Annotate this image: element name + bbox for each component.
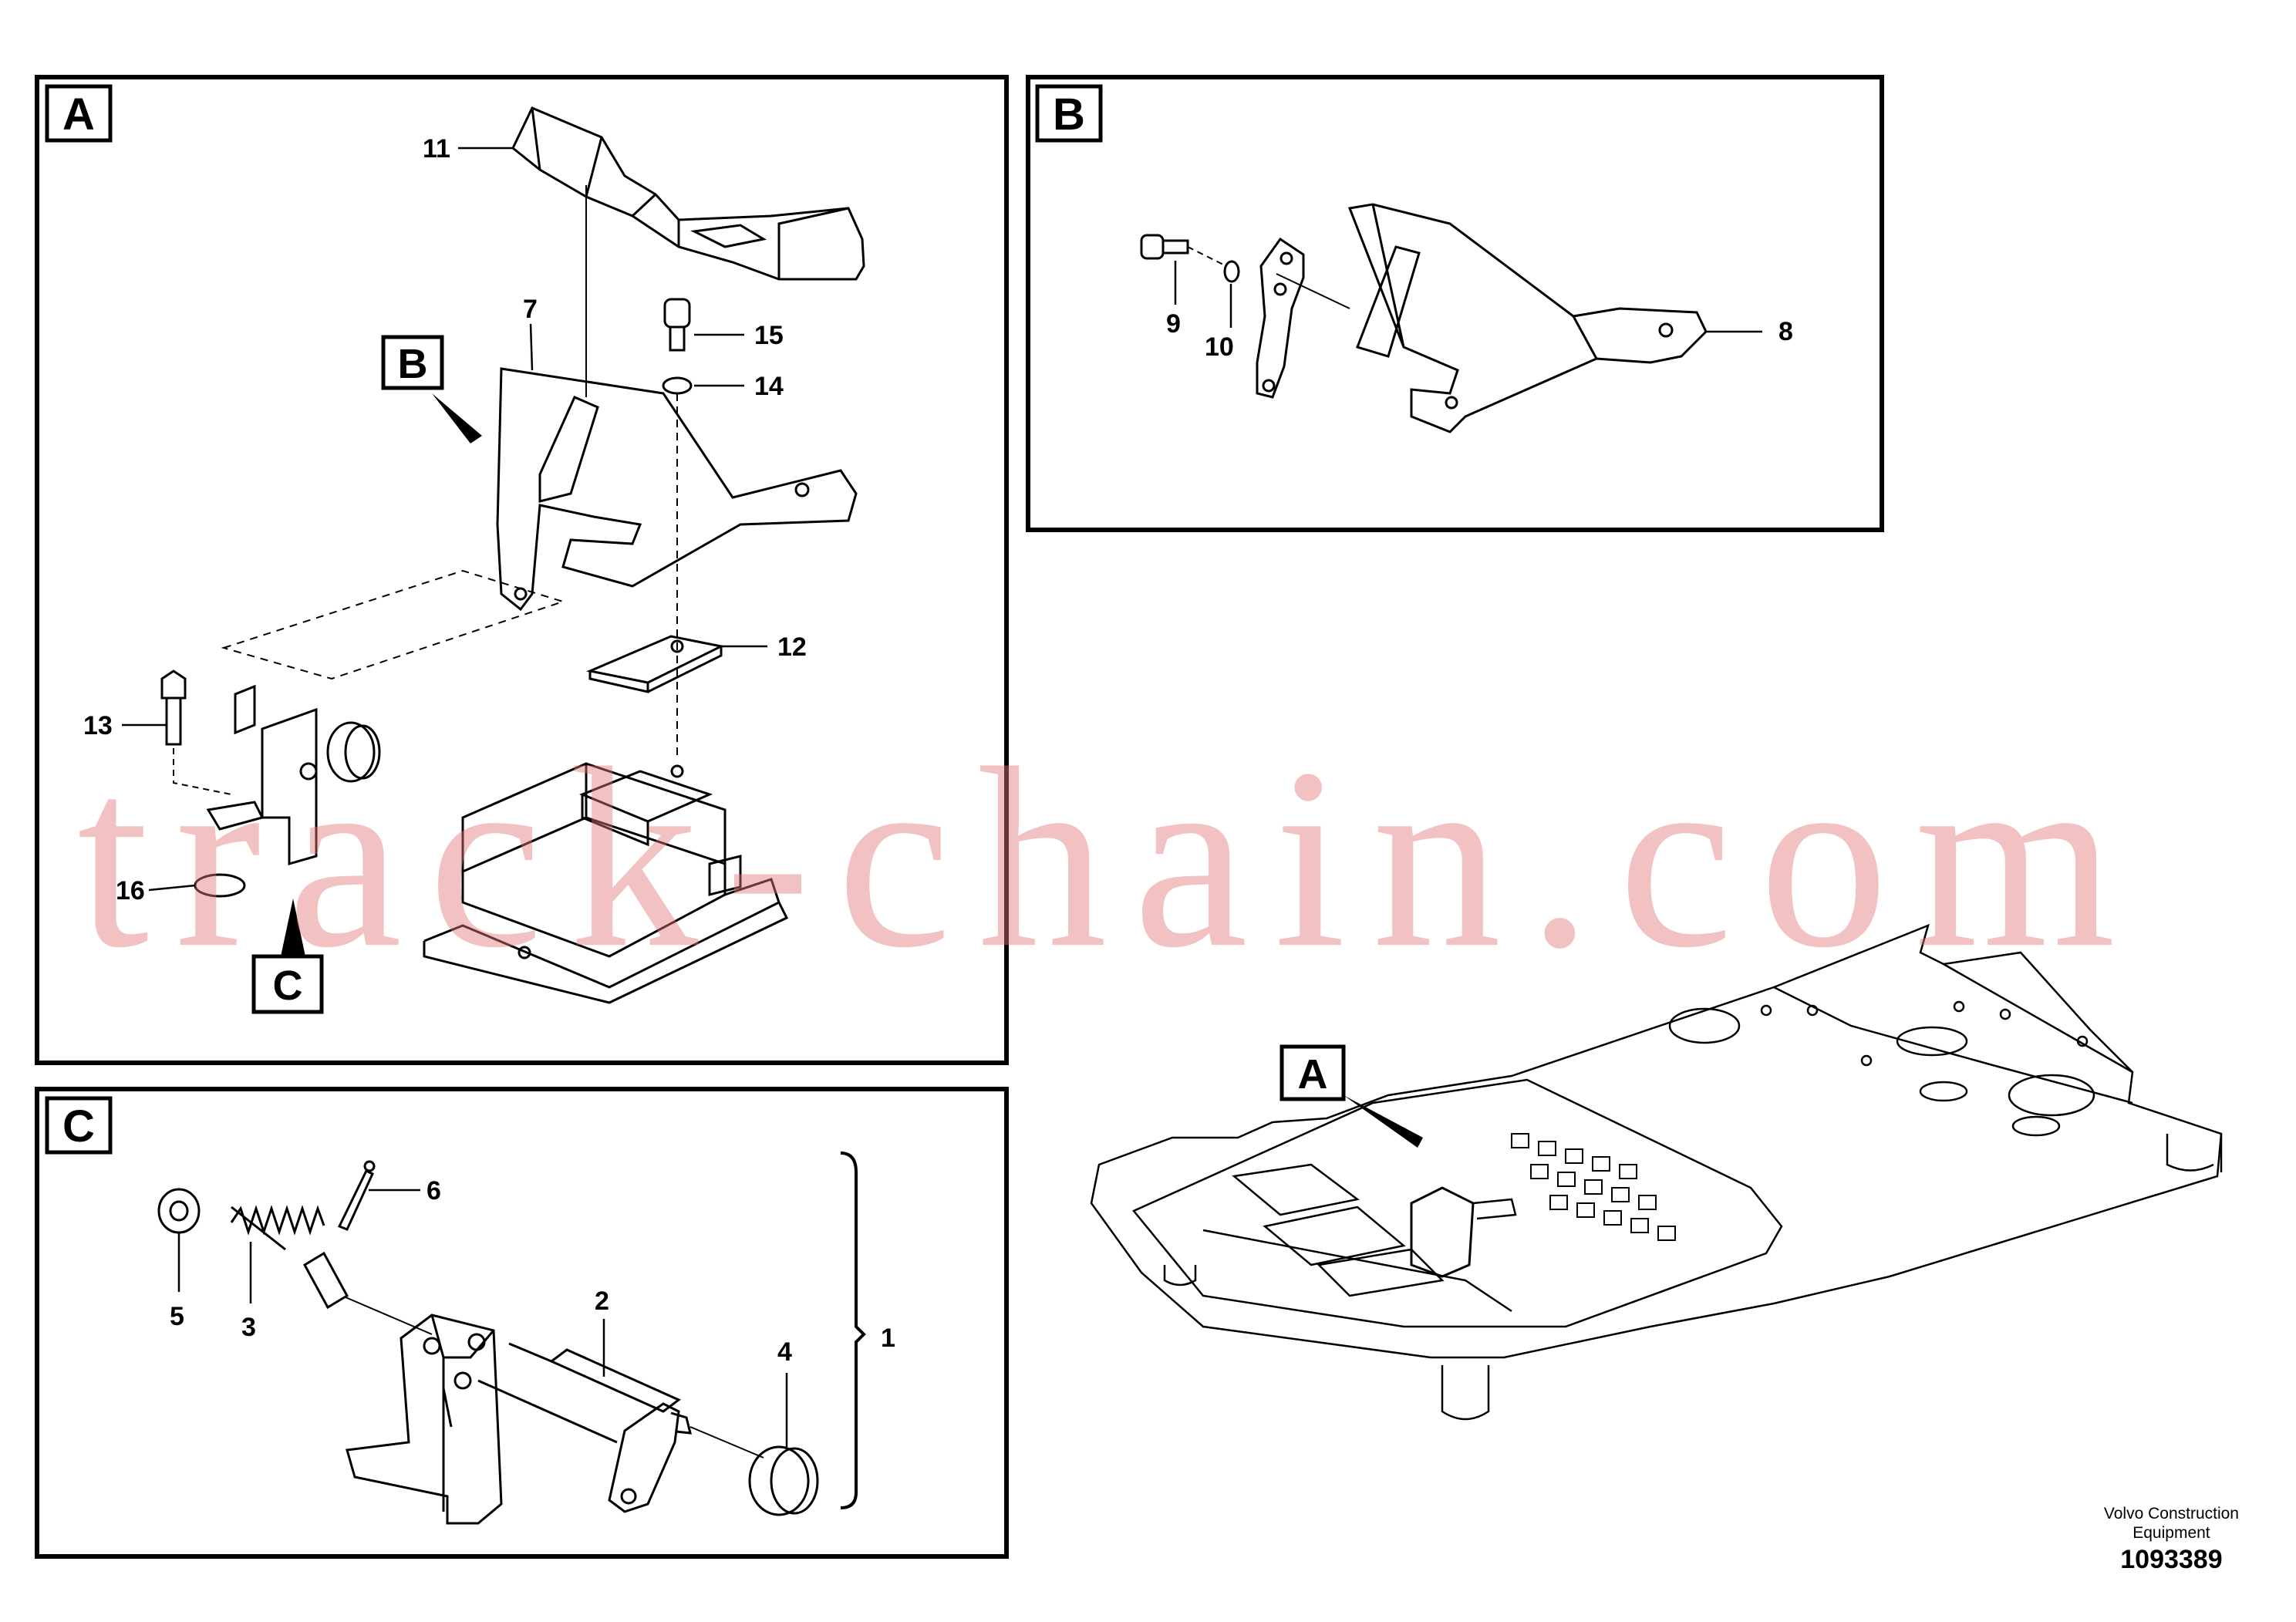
- latch-assembly: [206, 684, 381, 865]
- rod-part-2: [477, 1342, 681, 1444]
- brand-line2: Equipment: [2132, 1524, 2210, 1542]
- callout-5: 5: [170, 1302, 184, 1331]
- panel-b-label: B: [1053, 89, 1085, 140]
- bracket-part-7: [496, 367, 858, 612]
- spring-part-3: [230, 1205, 325, 1251]
- washer-part-5: [157, 1188, 201, 1234]
- callout-12: 12: [777, 632, 807, 662]
- callout-9: 9: [1166, 309, 1181, 339]
- callout-13: 13: [83, 711, 113, 740]
- washer-part-16: [194, 873, 246, 898]
- svg-text:A: A: [1298, 1051, 1328, 1098]
- callout-15: 15: [754, 321, 784, 350]
- callout-1: 1: [881, 1324, 895, 1353]
- callout-14: 14: [754, 372, 784, 401]
- bracket-part-8: [1347, 203, 1708, 433]
- pin-part-6: [337, 1160, 376, 1231]
- panel-c: C: [35, 1087, 1009, 1559]
- overview-ref-a: A: [1279, 1044, 1423, 1148]
- drawing-number: 1093389: [2120, 1545, 2223, 1574]
- brand-line1: Volvo Construction: [2103, 1505, 2239, 1523]
- callout-10: 10: [1205, 332, 1234, 362]
- cab-floor-overview: [1090, 923, 2223, 1421]
- callout-3: 3: [241, 1313, 256, 1342]
- console-housing: [423, 762, 789, 1004]
- callout-4: 4: [777, 1337, 792, 1367]
- plate-part-10-bracket: [1256, 237, 1305, 399]
- callout-7: 7: [523, 295, 538, 324]
- washer-part-14: [662, 376, 693, 395]
- callout-16: 16: [116, 876, 145, 905]
- bolt-part-9: [1140, 234, 1189, 260]
- panel-a-label: A: [62, 89, 95, 140]
- callout-6: 6: [426, 1176, 441, 1206]
- view-ref-c: C: [273, 963, 303, 1009]
- callout-2: 2: [595, 1286, 609, 1316]
- assembly-brace: [840, 1152, 866, 1509]
- latch-bracket: [346, 1313, 503, 1525]
- knob-part-4: [748, 1445, 819, 1516]
- lever: [608, 1402, 692, 1513]
- panel-b: B 9 10 8: [1026, 75, 1884, 532]
- panel-a: A: [35, 75, 1009, 1065]
- panel-c-label: C: [62, 1101, 95, 1152]
- pedal-part-11: [511, 106, 865, 281]
- callout-11: 11: [423, 134, 450, 164]
- view-ref-b: B: [398, 341, 428, 387]
- bolt-part-15: [663, 298, 691, 352]
- plate-part-12: [585, 635, 725, 693]
- bolt-part-13: [160, 669, 187, 746]
- washer-part-10: [1223, 260, 1240, 283]
- brand-block: Volvo Construction Equipment 1093389: [2103, 1504, 2239, 1574]
- callout-8: 8: [1778, 317, 1793, 346]
